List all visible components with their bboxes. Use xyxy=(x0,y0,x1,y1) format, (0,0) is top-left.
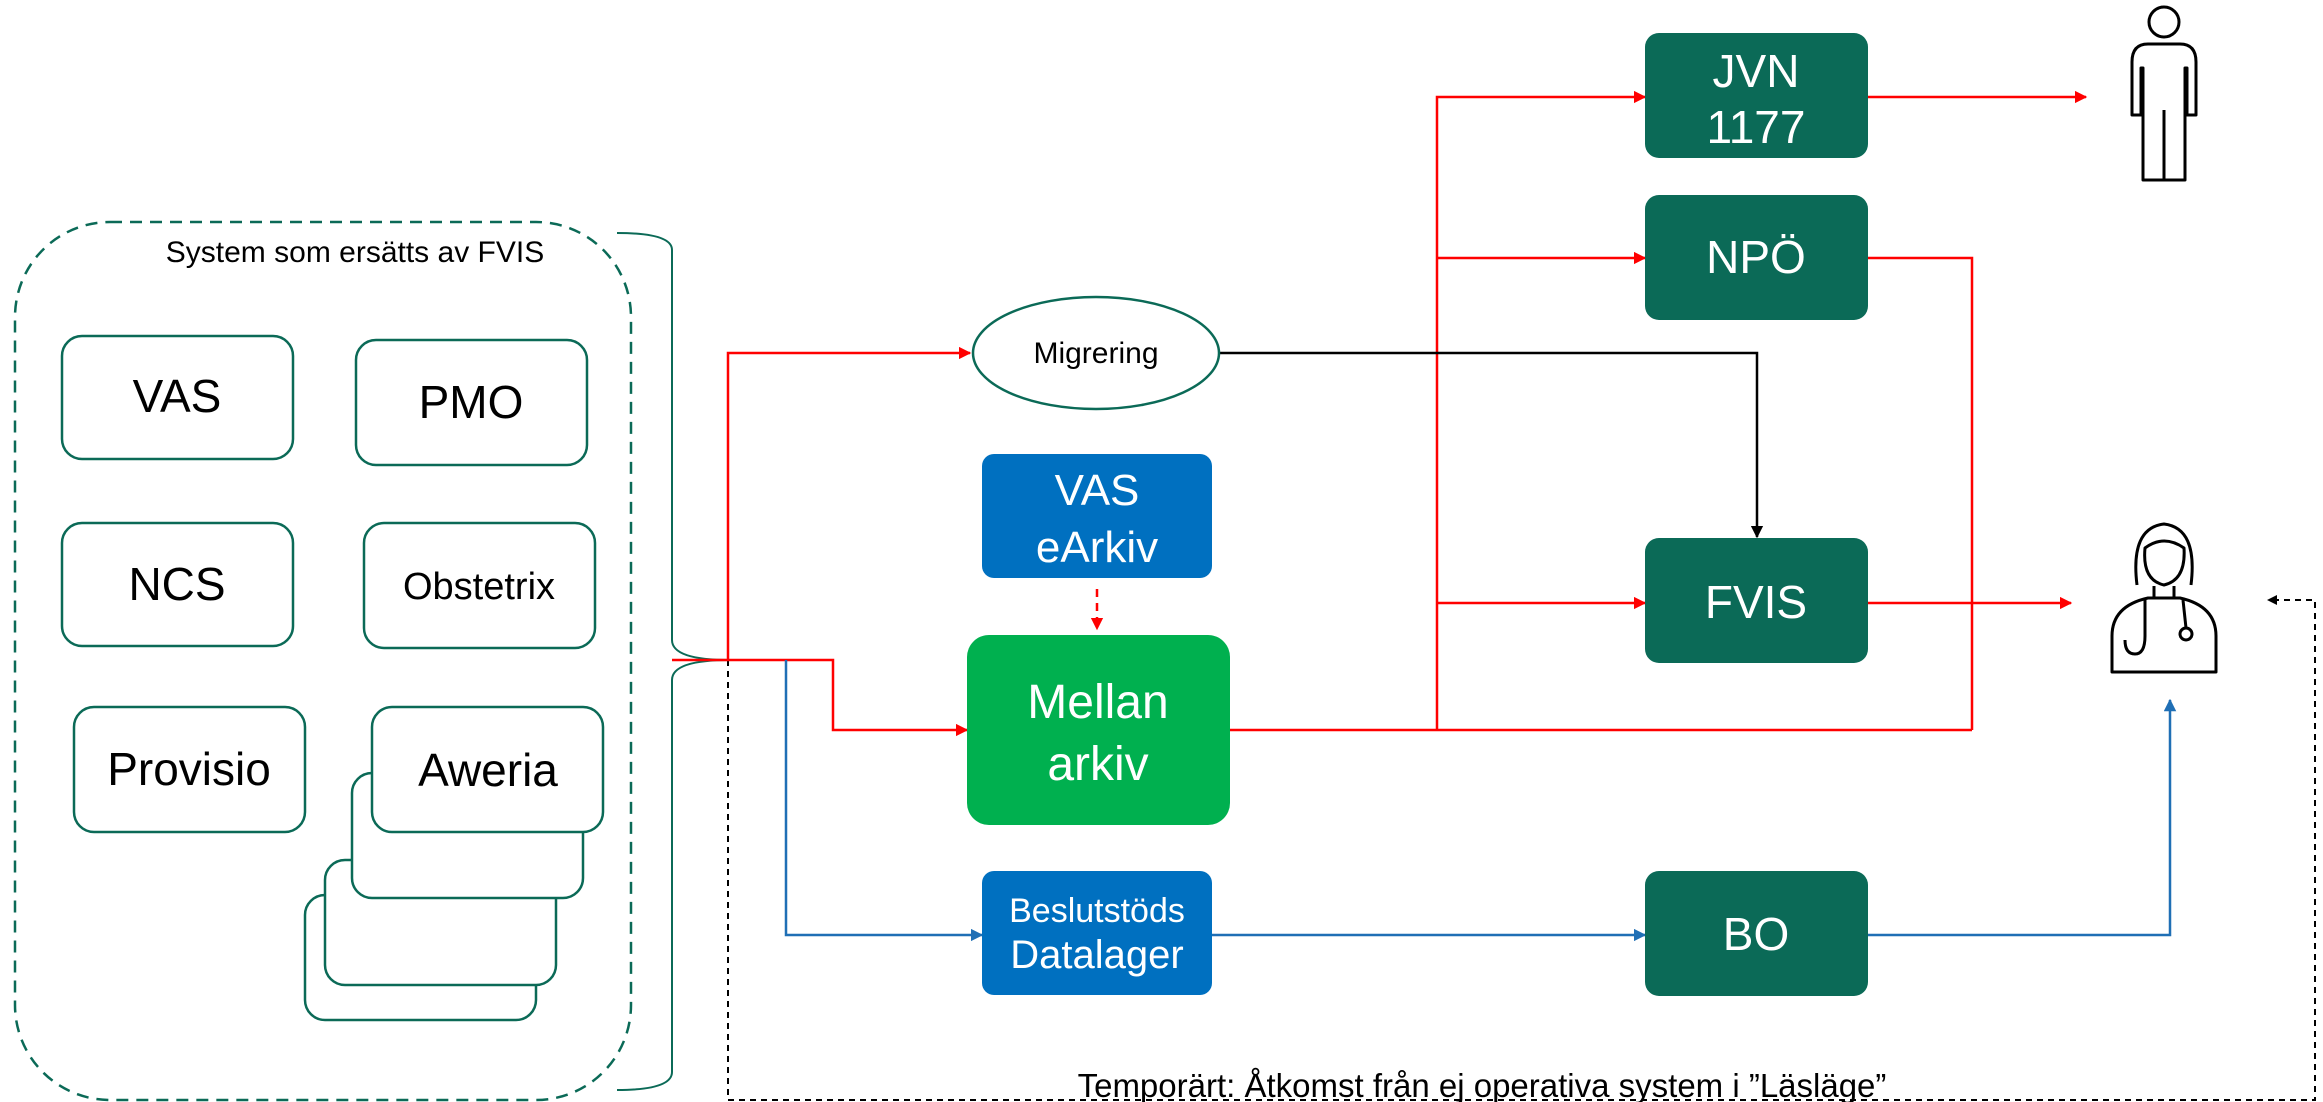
bo-node: BO xyxy=(1645,871,1868,996)
bo-label: BO xyxy=(1723,908,1789,960)
legacy-system-ncs-label: NCS xyxy=(128,558,225,610)
vas-earkiv-node: VAS eArkiv xyxy=(982,454,1212,578)
vas-earkiv-label-1: VAS xyxy=(1055,466,1140,515)
legacy-system-ncs: NCS xyxy=(60,521,295,648)
mellanarkiv-label-1: Mellan xyxy=(1027,676,1168,729)
legacy-system-obstetrix-label: Obstetrix xyxy=(403,566,555,608)
group-brace xyxy=(616,232,731,1091)
blue-flows xyxy=(784,660,2177,942)
migration-flow xyxy=(1218,351,1764,539)
temporary-access-line xyxy=(727,595,2316,1101)
legacy-system-provisio-label: Provisio xyxy=(107,743,271,795)
datalager-label-2: Datalager xyxy=(1010,933,1183,977)
npo-node: NPÖ xyxy=(1645,195,1868,320)
red-flows xyxy=(672,90,2088,737)
doctor-icon xyxy=(2110,522,2218,674)
jvn-label-1: JVN xyxy=(1713,45,1800,97)
legacy-system-aweria-label: Aweria xyxy=(418,744,558,796)
legacy-system-provisio: Provisio xyxy=(72,705,307,834)
jvn-node: JVN 1177 xyxy=(1645,33,1868,158)
vas-earkiv-label-2: eArkiv xyxy=(1036,523,1158,572)
fvis-node: FVIS xyxy=(1645,538,1868,663)
fvis-label: FVIS xyxy=(1705,576,1807,628)
mellanarkiv-node: Mellan arkiv xyxy=(967,635,1230,825)
legacy-system-vas: VAS xyxy=(60,334,295,461)
legacy-group-border xyxy=(13,220,633,1102)
datalager-node: Beslutstöds Datalager xyxy=(982,871,1212,995)
legacy-system-pmo: PMO xyxy=(354,338,589,467)
migration-node: Migrering xyxy=(971,295,1221,411)
datalager-label-1: Beslutstöds xyxy=(1009,892,1185,930)
legacy-system-obstetrix: Obstetrix xyxy=(362,521,597,650)
mellanarkiv-label-2: arkiv xyxy=(1047,738,1148,791)
legacy-group-title: System som ersätts av FVIS xyxy=(166,236,544,269)
migration-label: Migrering xyxy=(1033,337,1158,370)
legacy-system-vas-label: VAS xyxy=(133,370,222,422)
legacy-system-pmo-label: PMO xyxy=(419,376,524,428)
footer-note: Temporärt: Åtkomst från ej operativa sys… xyxy=(1078,1067,1887,1102)
legacy-systems-group: System som ersätts av FVIS VAS PMO NCS O… xyxy=(13,220,633,1102)
npo-label: NPÖ xyxy=(1706,231,1806,283)
jvn-label-2: 1177 xyxy=(1707,101,1806,153)
legacy-system-stack xyxy=(303,705,605,1022)
person-icon xyxy=(2130,5,2198,182)
